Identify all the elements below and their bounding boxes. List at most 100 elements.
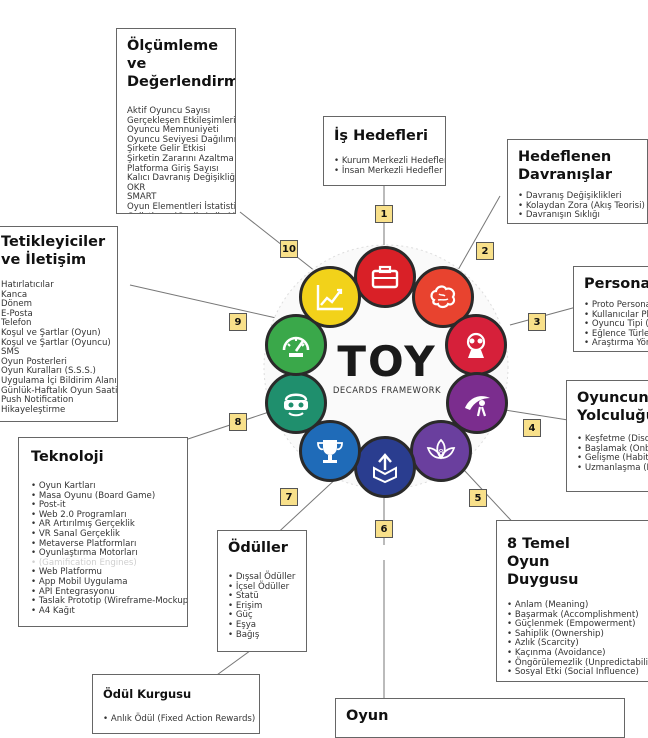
list-item: Kalıcı Davranış Değişikliği xyxy=(127,173,236,184)
list-item: Azlık (Scarcity) xyxy=(507,639,648,649)
box-upload-icon xyxy=(373,453,397,484)
box-temel-list: Anlam (Meaning)Başarmak (Accomplishment)… xyxy=(507,600,648,678)
brain-icon xyxy=(430,285,456,309)
step-badge-7: 7 xyxy=(280,488,298,506)
list-item: Geliştirme (Çevik-Agile Metod) xyxy=(127,212,235,213)
box-davranislar-title: Hedeflenen Davranışlar xyxy=(518,149,613,183)
list-item: (Gamification Engines) xyxy=(31,558,181,569)
list-item: Oyun Elementleri İstatistikleri xyxy=(127,201,236,212)
list-item: Masa Oyunu (Board Game) xyxy=(31,491,181,502)
box-oyun-title: Oyun xyxy=(346,708,389,724)
box-teknoloji-list: Oyun KartlarıMasa Oyunu (Board Game)Post… xyxy=(31,481,187,617)
list-item: Oyun Kuralları (S.S.S.) xyxy=(1,366,96,377)
list-item: Koşul ve Şartlar (Oyun) xyxy=(1,327,101,338)
step-badge-3: 3 xyxy=(528,313,546,331)
list-item: Dışsal Ödüller xyxy=(228,572,300,583)
step-badge-9: 9 xyxy=(229,313,247,331)
list-item: SMS xyxy=(1,347,20,358)
dancer-icon xyxy=(465,396,490,417)
list-item: Günlük-Haftalık Oyun Saati xyxy=(1,385,118,396)
list-item: Gelişme (Habit- xyxy=(577,454,648,464)
list-item: Davranışın Sıklığı xyxy=(518,211,641,221)
list-item: Kolaydan Zora (Akış Teorisi) xyxy=(518,201,645,212)
box-oduller: Ödüller Dışsal Ödüllerİçsel ÖdüllerStatü… xyxy=(217,530,307,652)
list-item: Oyuncu Seviyesi Dağılımı xyxy=(127,134,236,145)
box-persona-title: Persona xyxy=(584,276,648,292)
list-item: Araştırma Yönt xyxy=(584,339,648,349)
list-item: A4 Kağıt xyxy=(31,606,181,617)
list-item: Koşul ve Şartlar (Oyuncu) xyxy=(1,337,111,348)
list-item: Güç xyxy=(228,611,300,621)
list-item: Kanca xyxy=(1,289,28,300)
list-item: Güçlenmek (Empowerment) xyxy=(507,620,648,630)
list-item: Telefon xyxy=(1,318,32,329)
list-item: Öngörülemezlik (Unpredictability) xyxy=(507,658,648,669)
aviator-icon xyxy=(466,332,486,358)
box-yolculuk-list: Keşfetme (DiscoBaşlamak (OnboGelişme (Ha… xyxy=(577,434,648,473)
list-item: Anlık Ödül (Fixed Action Rewards) xyxy=(103,714,255,725)
briefcase-icon xyxy=(371,265,399,289)
list-item: Hikayeleştirme xyxy=(1,404,66,415)
box-oduller-list: Dışsal Ödüllerİçsel ÖdüllerStatüErişimGü… xyxy=(228,572,300,640)
box-is-hedefleri: İş Hedefleri Kurum Merkezli Hedeflerİnsa… xyxy=(323,116,446,186)
list-item: Oyun Posterleri xyxy=(1,356,67,367)
list-item: Post-it xyxy=(31,501,181,511)
step-badge-6: 6 xyxy=(375,520,393,538)
toy-logo-word: TOY xyxy=(337,337,437,386)
svg-text:8: 8 xyxy=(438,448,443,457)
list-item: SMART xyxy=(127,192,157,203)
list-item: Keşfetme (Disco xyxy=(577,434,648,445)
box-olcumleme-title: Ölçümleme ve Değerlendirme xyxy=(127,38,235,90)
box-odul-kurgusu-list: Anlık Ödül (Fixed Action Rewards) xyxy=(103,714,255,725)
list-item: Gerçekleşen Etkileşimlerin Sayısı xyxy=(127,115,236,126)
box-temel: 8 Temel Oyun Duygusu Anlam (Meaning)Başa… xyxy=(496,520,648,682)
box-persona: Persona Proto PersonaKullanıcılar PlatfO… xyxy=(573,266,648,352)
list-item: Oyun Kartları xyxy=(31,481,181,492)
list-item: Proto Persona xyxy=(584,300,648,311)
box-persona-list: Proto PersonaKullanıcılar PlatfOyuncu Ti… xyxy=(584,300,648,349)
box-odul-kurgusu-title: Ödül Kurgusu xyxy=(103,687,192,701)
list-item: Oyunlaştırma Motorları xyxy=(31,549,181,559)
list-item: Anlam (Meaning) xyxy=(507,600,648,611)
list-item: VR Sanal Gerçeklik xyxy=(31,529,181,540)
box-oduller-title: Ödüller xyxy=(228,540,288,556)
list-item: Şirkete Gelir Etkisi xyxy=(127,144,206,155)
box-tetikleyiciler: Tetikleyiciler ve İletişim Hatırlatıcıla… xyxy=(0,226,118,422)
box-yolculuk-title: Oyuncunun Yolculuğu xyxy=(577,390,648,424)
toy-logo-subtitle: DECARDS FRAMEWORK xyxy=(332,386,442,396)
circle-3-persona xyxy=(445,314,507,376)
box-oyun: Oyun xyxy=(335,698,625,738)
list-item: Uygulama İçi Bildirim Alanı xyxy=(1,375,117,386)
box-teknoloji-title: Teknoloji xyxy=(31,449,104,465)
list-item: AR Artırılmış Gerçeklik xyxy=(31,520,181,530)
box-davranislar: Hedeflenen Davranışlar Davranış Değişikl… xyxy=(507,139,648,224)
list-item: Platforma Giriş Sayısı xyxy=(127,163,219,174)
vr-headset-icon xyxy=(284,393,308,417)
gauge-icon xyxy=(282,336,310,357)
list-item: Sahiplik (Ownership) xyxy=(507,629,648,640)
list-item: OKR xyxy=(127,182,146,193)
list-item: API Entegrasyonu xyxy=(31,587,181,598)
list-item: Kullanıcılar Platf xyxy=(584,310,648,321)
growth-chart-icon xyxy=(316,285,343,311)
list-item: İnsan Merkezli Hedefler xyxy=(334,166,443,177)
trophy-icon xyxy=(317,440,343,463)
box-davranislar-list: Davranış DeğişiklikleriKolaydan Zora (Ak… xyxy=(518,191,645,221)
lotus-8-icon: 8 xyxy=(426,438,456,460)
list-item: Oyuncu Tipi (3. xyxy=(584,320,648,330)
step-badge-4: 4 xyxy=(523,419,541,437)
circle-2-behaviours xyxy=(412,266,474,328)
list-item: Web Platformu xyxy=(31,568,181,578)
step-badge-5: 5 xyxy=(469,489,487,507)
list-item: İçsel Ödüller xyxy=(228,582,300,593)
list-item: Push Notification xyxy=(1,395,74,406)
toy-logo: TOY DECARDS FRAMEWORK xyxy=(331,337,443,397)
list-item: App Mobil Uygulama xyxy=(31,577,181,588)
circle-8-technology xyxy=(265,372,327,434)
box-tetikleyiciler-title: Tetikleyiciler ve İletişim xyxy=(1,234,106,268)
list-item: Eşya xyxy=(228,620,300,631)
list-item: Erişim xyxy=(228,601,300,612)
step-badge-8: 8 xyxy=(229,413,247,431)
list-item: Kurum Merkezli Hedefler xyxy=(334,156,445,167)
